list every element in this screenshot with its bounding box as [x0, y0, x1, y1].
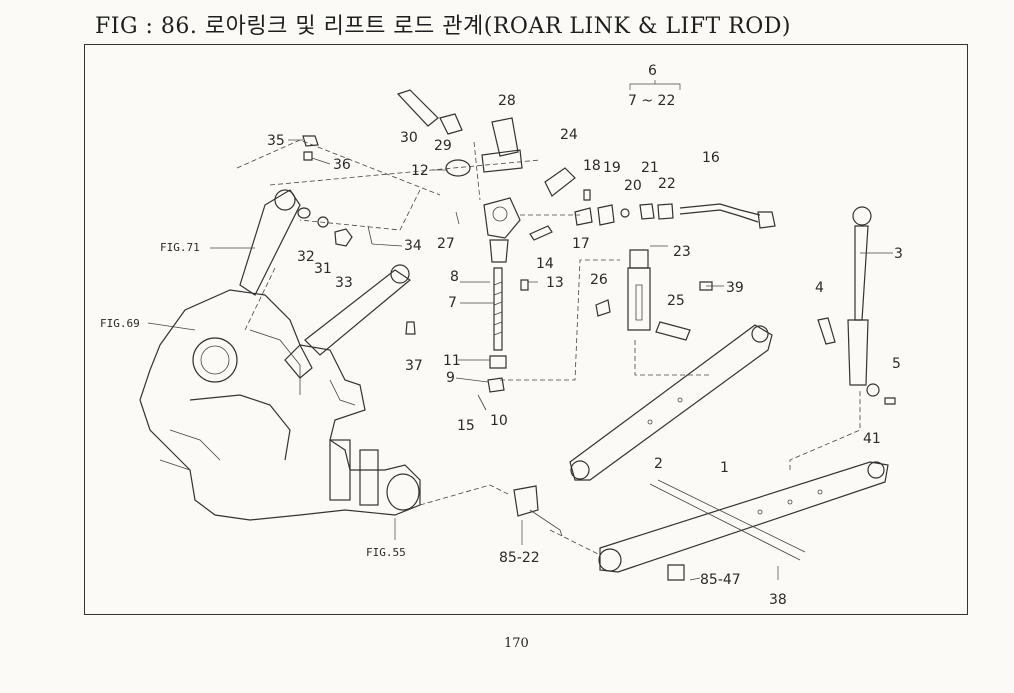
callout-36: 36 — [333, 157, 351, 173]
page-title: FIG : 86. 로아링크 및 리프트 로드 관계(ROAR LINK & L… — [95, 14, 791, 39]
bracket-and-pins — [513, 479, 806, 581]
callout-30: 30 — [400, 130, 418, 146]
diagram-frame — [84, 44, 968, 615]
callout-32: 32 — [297, 249, 315, 265]
callout-23: 23 — [673, 244, 691, 260]
callout-34: 34 — [404, 238, 422, 254]
hardware-left — [297, 135, 416, 335]
callout-26: 26 — [590, 272, 608, 288]
callout-29: 29 — [434, 138, 452, 154]
callout-35: 35 — [267, 133, 285, 149]
fig-ref-71: FIG.71 — [160, 241, 200, 254]
callout-37: 37 — [405, 358, 423, 374]
callout-33: 33 — [335, 275, 353, 291]
callout-31: 31 — [314, 261, 332, 277]
callout-4: 4 — [815, 280, 824, 296]
page-number: 170 — [504, 636, 529, 651]
callout-3: 3 — [894, 246, 903, 262]
upper-arm — [239, 189, 301, 296]
callout-6: 6 — [648, 63, 657, 79]
callout-12: 12 — [411, 163, 429, 179]
callout-6-range: 7 ~ 22 — [628, 93, 675, 109]
callout-17: 17 — [572, 236, 590, 252]
callout-11: 11 — [443, 353, 461, 369]
callout-7: 7 — [448, 295, 457, 311]
callout-16: 16 — [702, 150, 720, 166]
lower-link-1 — [598, 461, 889, 573]
fig-ref-69: FIG.69 — [100, 317, 140, 330]
callout-21: 21 — [641, 160, 659, 176]
callout-13: 13 — [546, 275, 564, 291]
top-link-assembly — [396, 89, 576, 411]
callout-9: 9 — [446, 370, 455, 386]
callout-14: 14 — [536, 256, 554, 272]
callout-39: 39 — [726, 280, 744, 296]
callout-5: 5 — [892, 356, 901, 372]
callout-1: 1 — [720, 460, 729, 476]
leader-lines — [147, 139, 893, 581]
callout-2: 2 — [654, 456, 663, 472]
callout-41: 41 — [863, 431, 881, 447]
callout-8: 8 — [450, 269, 459, 285]
callout-25: 25 — [667, 293, 685, 309]
callout-85-22: 85-22 — [499, 550, 540, 566]
callout-18: 18 — [583, 158, 601, 174]
turnbuckle-parts — [574, 189, 776, 229]
callout-24: 24 — [560, 127, 578, 143]
callout-10: 10 — [490, 413, 508, 429]
callout-20: 20 — [624, 178, 642, 194]
callout-85-47: 85-47 — [700, 572, 741, 588]
callout-15: 15 — [457, 418, 475, 434]
callout-22: 22 — [658, 176, 676, 192]
callout-38: 38 — [769, 592, 787, 608]
callout-19: 19 — [603, 160, 621, 176]
lower-link-2 — [569, 324, 773, 481]
callout-27: 27 — [437, 236, 455, 252]
fig-ref-55: FIG.55 — [366, 546, 406, 559]
lift-arm — [284, 264, 412, 379]
transmission-housing — [139, 289, 421, 521]
lift-rod-right — [817, 206, 896, 405]
callout-28: 28 — [498, 93, 516, 109]
lift-rod-center — [595, 249, 713, 341]
